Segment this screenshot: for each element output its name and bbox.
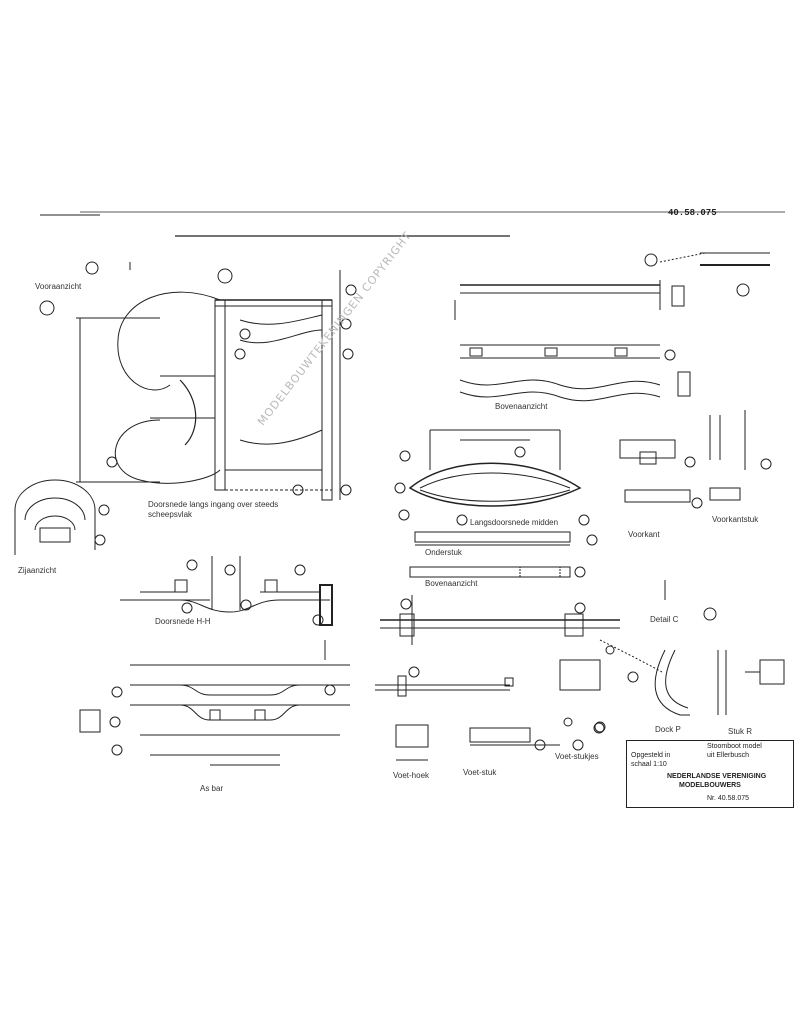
- title-row1: Stoomboot model: [707, 743, 762, 750]
- org-line2: MODELBOUWERS: [679, 782, 741, 789]
- label-detail-c: Detail C: [650, 615, 679, 624]
- label-voorkant: Voorkant: [628, 530, 660, 539]
- label-zijaanzicht: Zijaanzicht: [18, 566, 57, 575]
- label-stuk-r: Stuk R: [728, 727, 753, 736]
- title-number: Nr. 40.58.075: [707, 795, 750, 802]
- label-doorsnede: Doorsnede langs ingang over steeds: [148, 500, 279, 509]
- label-dock-p: Dock P: [655, 725, 681, 734]
- label-onderstuk: Onderstuk: [425, 548, 462, 557]
- sheet-number-top: 40.58.075: [668, 208, 717, 218]
- label-as-bar: As bar: [200, 784, 224, 793]
- label-voet-hoek: Voet-hoek: [393, 771, 430, 780]
- label-vooraanzicht: Vooraanzicht: [35, 282, 82, 291]
- org-line1: NEDERLANDSE VERENIGING: [667, 773, 767, 780]
- label-voor-kantstuk: Voorkantstuk: [712, 515, 759, 524]
- title-row4: schaal 1:10: [631, 761, 667, 768]
- title-row2: uit Ellerbusch: [707, 752, 750, 759]
- label-detail-center: Langsdoorsnede midden: [470, 518, 559, 527]
- label-bovenaanzicht-top: Bovenaanzicht: [495, 402, 548, 411]
- title-row3: Opgesteld in: [631, 752, 671, 759]
- label-doorsnede-line2: scheepsvlak: [148, 510, 193, 519]
- label-doorsnede-hh: Doorsnede H-H: [155, 617, 211, 626]
- label-voet-stuk: Voet-stuk: [463, 768, 497, 777]
- label-bovenaanzicht2: Bovenaanzicht: [425, 579, 478, 588]
- title-block: Stoomboot model uit Ellerbusch Opgesteld…: [626, 740, 794, 808]
- label-voet-stukjes: Voet-stukjes: [555, 752, 599, 761]
- frame-post-left: [214, 299, 226, 491]
